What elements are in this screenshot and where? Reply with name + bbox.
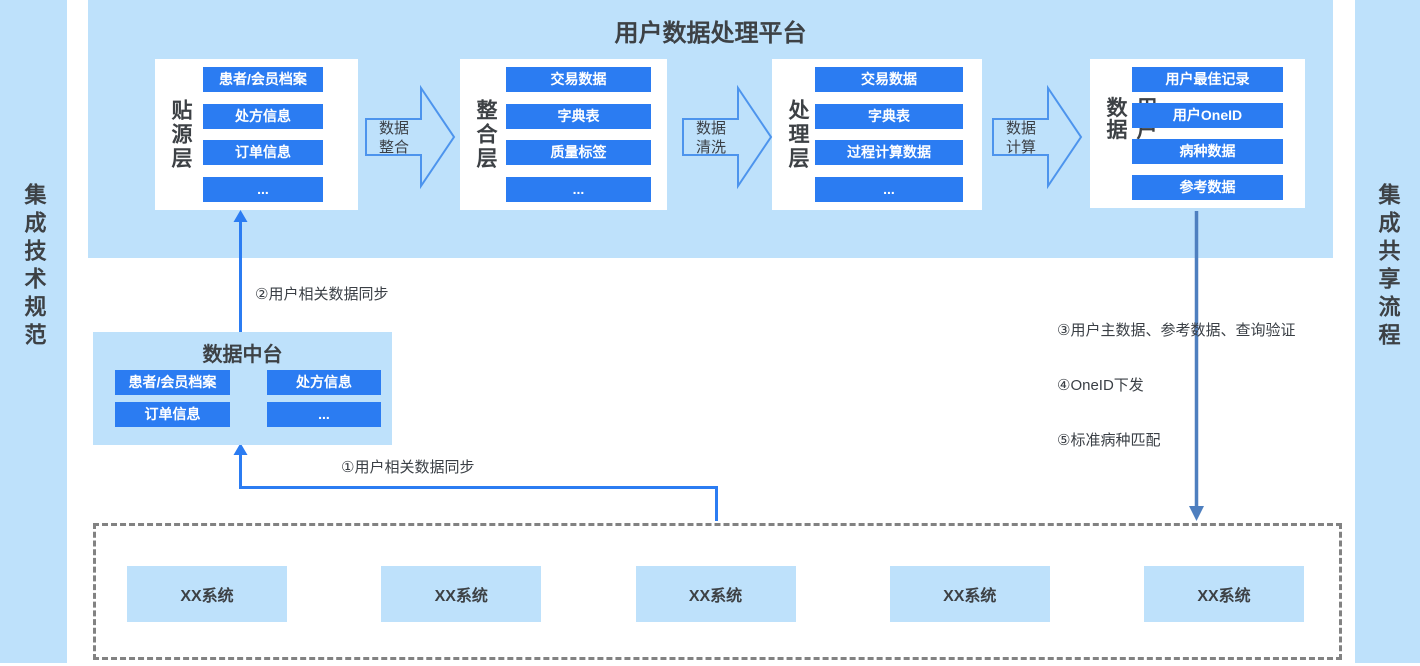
left-rail: 集成技术规范 (0, 0, 67, 663)
data-chip: 交易数据 (815, 67, 963, 92)
layer-items-master-data: 用户最佳记录用户OneID 病种数据参考数据 (1132, 67, 1283, 200)
data-chip: ... (506, 176, 651, 202)
data-chip: ... (267, 402, 381, 427)
data-chip: 处方信息 (203, 103, 323, 129)
annotation-step5: ⑤标准病种匹配 (1057, 432, 1161, 449)
right-rail-label: 集成共享流程 (1375, 183, 1401, 351)
platform-title: 用户数据处理平台 (614, 20, 807, 47)
layer-items-integration: 交易数据字典表质量标签... (506, 67, 651, 202)
layer-box-integration: 整合层 交易数据字典表质量标签... (460, 59, 667, 210)
annotation-sync1: ①用户相关数据同步 (341, 459, 475, 476)
annotation-sync2: ②用户相关数据同步 (255, 286, 389, 303)
data-chip: 质量标签 (506, 140, 651, 166)
masterdata-arrowhead-down-icon (1189, 506, 1204, 521)
data-chip: 字典表 (815, 103, 963, 129)
right-rail: 集成共享流程 (1355, 0, 1420, 663)
data-chip: 交易数据 (506, 67, 651, 92)
layer-items-processing: 交易数据字典表过程计算数据... (815, 67, 963, 202)
data-chip: 过程计算数据 (815, 140, 963, 166)
data-chip: 字典表 (506, 103, 651, 129)
data-chip: 处方信息 (267, 370, 381, 395)
data-chip: 患者/会员档案 (203, 67, 323, 92)
system-box: XX系统 (1144, 566, 1304, 622)
data-chip: ... (203, 176, 323, 202)
system-box: XX系统 (127, 566, 287, 622)
layer-items-source: 患者/会员档案处方信息订单信息... (203, 67, 323, 202)
data-chip: 订单信息 (203, 140, 323, 166)
flow-label-integrate: 数据 整合 (378, 120, 409, 156)
system-box: XX系统 (635, 566, 796, 622)
layer-name-integration: 整合层 (474, 98, 497, 171)
annotation-step3: ③用户主数据、参考数据、查询验证 (1057, 322, 1296, 339)
data-middle-platform: 数据中台 患者/会员档案 处方信息订单信息... (93, 332, 392, 445)
annotation-step4: ④OneID下发 (1057, 377, 1144, 394)
sync1-line (239, 454, 718, 521)
data-middle-title: 数据中台 (202, 344, 283, 366)
layer-box-source: 贴源层 患者/会员档案处方信息订单信息... (155, 59, 358, 210)
flow-label-clean: 数据 清洗 (695, 120, 726, 156)
system-box: XX系统 (889, 566, 1050, 622)
systems-container (93, 523, 1342, 660)
layer-name-source: 贴源层 (169, 98, 192, 171)
data-middle-items: 患者/会员档案 处方信息订单信息... (115, 370, 392, 427)
data-chip: 患者/会员档案 (115, 370, 230, 395)
data-chip: 用户最佳记录 (1132, 67, 1283, 92)
data-chip: 参考数据 (1132, 175, 1283, 200)
flow-label-compute: 数据 计算 (1005, 120, 1036, 156)
left-rail-label: 集成技术规范 (21, 183, 47, 351)
systems-row: XX系统 XX系统 XX系统 XX系统 XX系统 (127, 566, 1304, 622)
system-box: XX系统 (381, 566, 542, 622)
layer-name-processing: 处理层 (786, 98, 809, 171)
data-chip: 用户OneID (1132, 103, 1283, 128)
data-chip: 订单信息 (115, 402, 230, 427)
data-chip: 病种数据 (1132, 139, 1283, 164)
data-chip: ... (815, 176, 963, 202)
layer-box-processing: 处理层 交易数据字典表过程计算数据... (772, 59, 982, 210)
